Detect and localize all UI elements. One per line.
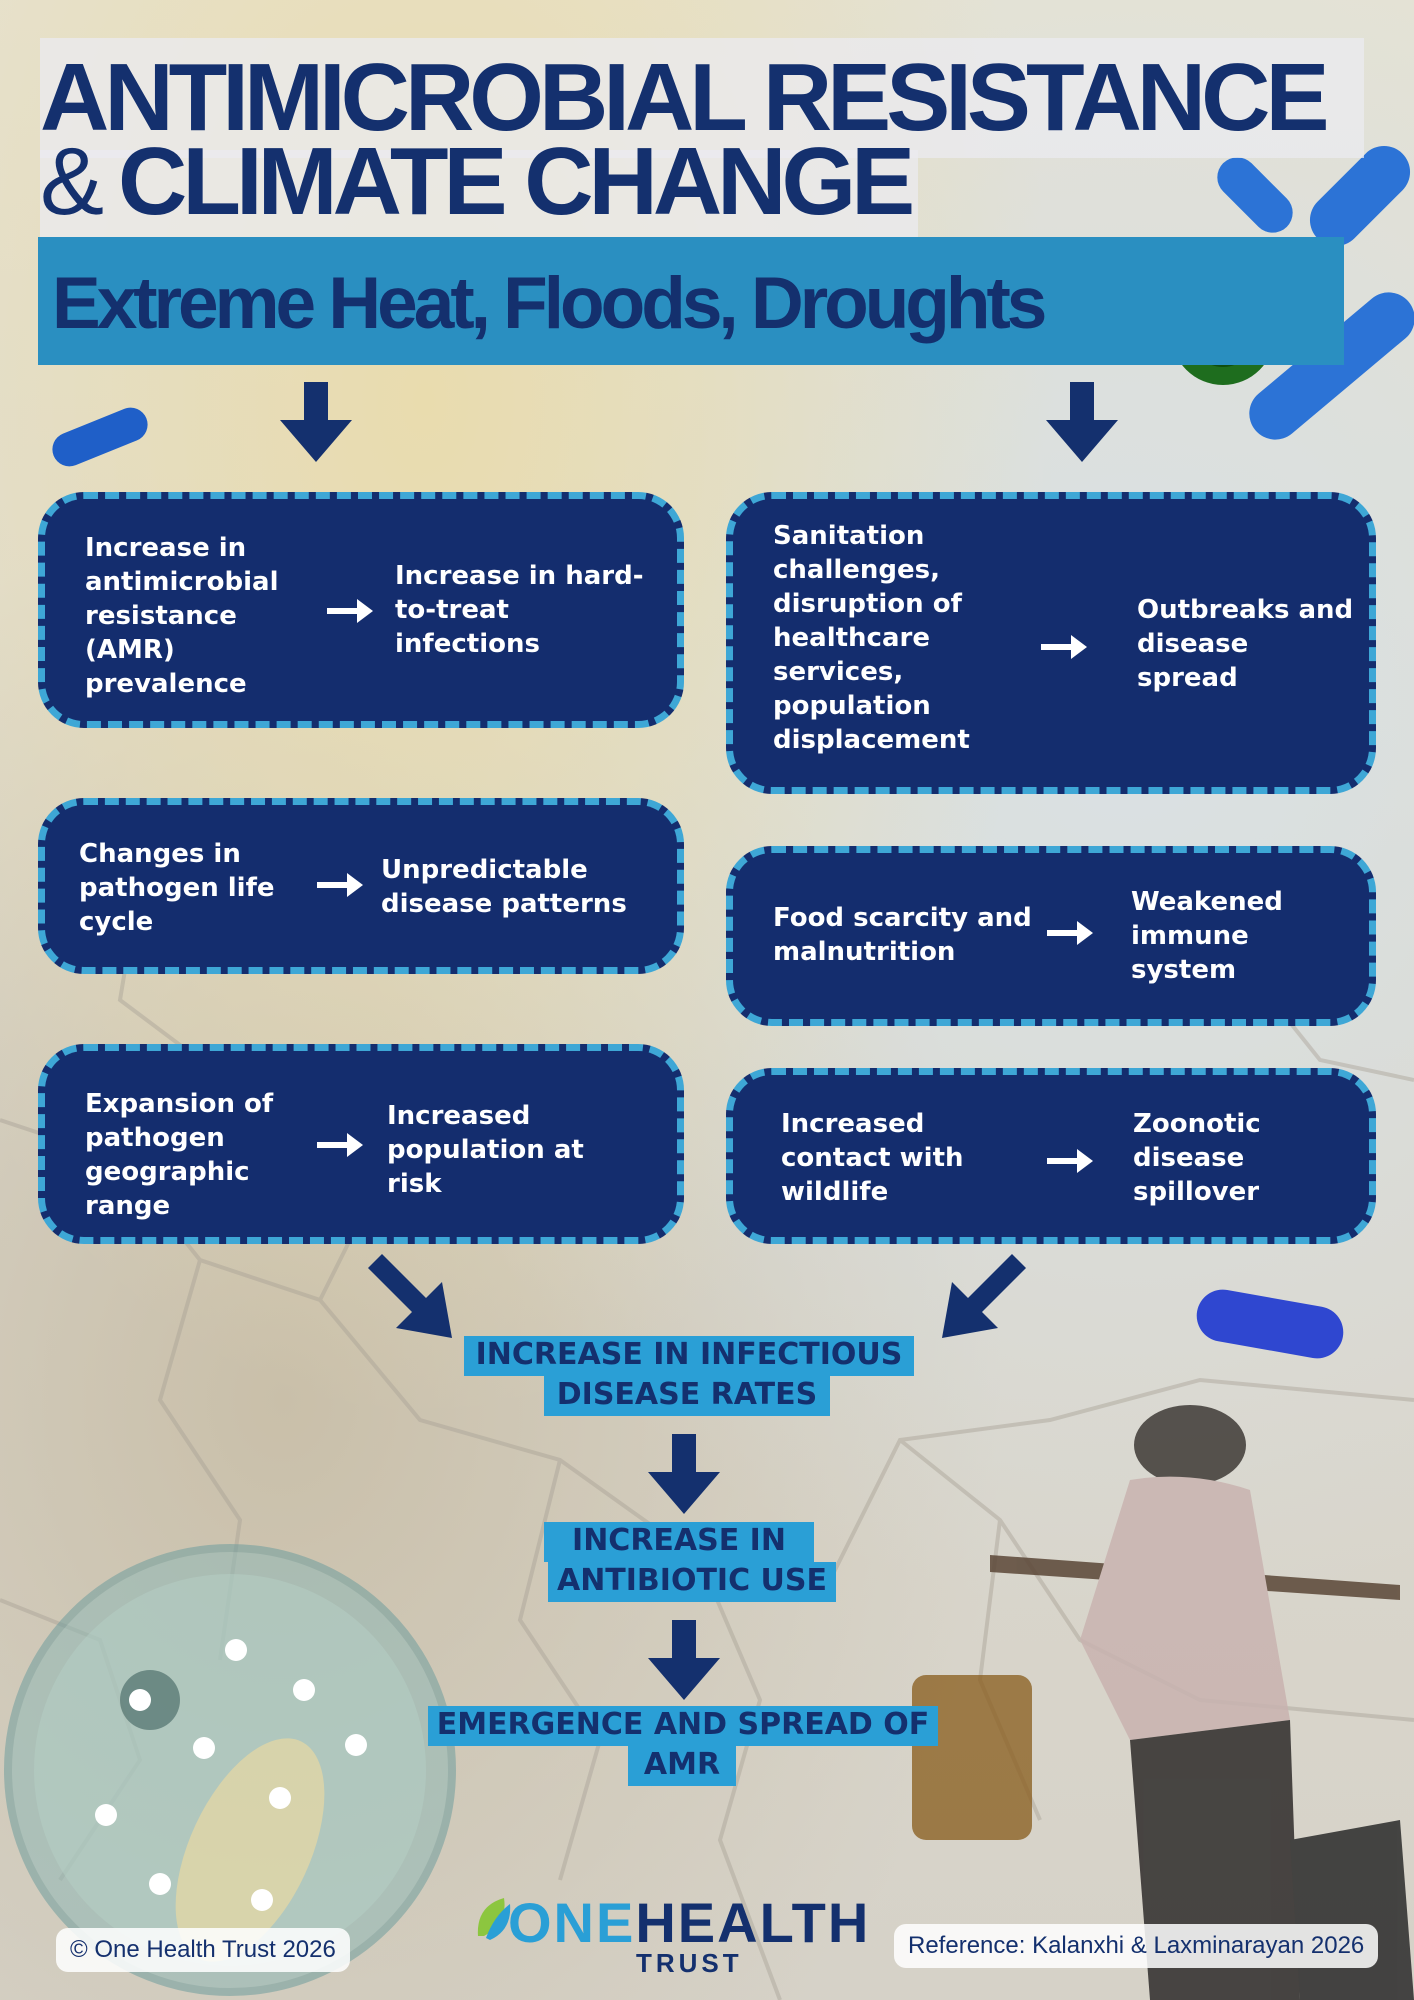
- diagonal-arrow-icon: [368, 1254, 452, 1338]
- person-carrying-water-image: [912, 1405, 1414, 2000]
- step-3-line-2: AMR: [628, 1746, 736, 1786]
- right-arrow-icon: [317, 1133, 363, 1157]
- down-arrow-icon: [1046, 382, 1118, 462]
- down-arrow-icon: [648, 1620, 720, 1700]
- subtitle: Extreme Heat, Floods, Droughts: [52, 263, 1047, 344]
- logo-wordmark: ONEHEALTH: [508, 1890, 870, 1955]
- cause-text: Increased contact with wildlife: [781, 1109, 964, 1207]
- down-arrow-icon: [648, 1434, 720, 1514]
- right-arrow-icon: [317, 873, 363, 897]
- page-title-line-1: ANTIMICROBIAL RESISTANCE: [40, 44, 1329, 151]
- logo-health: HEALTH: [635, 1891, 871, 1954]
- ampersand: &: [40, 128, 105, 235]
- subtitle-bar: [38, 237, 1344, 365]
- diagonal-arrow-icon: [942, 1254, 1026, 1338]
- right-arrow-icon: [327, 599, 373, 623]
- step-1-line-2: DISEASE RATES: [544, 1376, 830, 1416]
- cause-text: Increase in antimicrobial resistance (AM…: [85, 533, 279, 699]
- right-box-2: Food scarcity and malnutrition Weakened …: [726, 846, 1376, 1026]
- effect-text: Outbreaks and disease spread: [1137, 595, 1354, 693]
- title-backdrop-2: [40, 150, 918, 240]
- effect-text: Weakened immune system: [1131, 887, 1283, 985]
- step-2-line-2: ANTIBIOTIC USE: [548, 1562, 836, 1602]
- page-title-line-2: &CLIMATE CHANGE: [40, 132, 915, 232]
- title-backdrop: [40, 38, 1364, 158]
- effect-text: Increase in hard-to-treat infections: [395, 561, 644, 659]
- reference-badge: Reference: Kalanxhi & Laxminarayan 2026: [894, 1924, 1379, 1968]
- cause-text: Food scarcity and malnutrition: [773, 903, 1032, 967]
- left-box-3: Expansion of pathogen geographic range I…: [38, 1044, 684, 1244]
- step-2-line-1: INCREASE IN: [544, 1522, 814, 1562]
- left-box-2: Changes in pathogen life cycle Unpredict…: [38, 798, 684, 974]
- effect-text: Zoonotic disease spillover: [1133, 1109, 1261, 1207]
- right-box-3: Increased contact with wildlife Zoonotic…: [726, 1068, 1376, 1244]
- effect-text: Unpredictable disease patterns: [381, 855, 627, 919]
- right-box-1: Sanitation challenges, disruption of hea…: [726, 492, 1376, 794]
- left-box-1: Increase in antimicrobial resistance (AM…: [38, 492, 684, 728]
- page-title-line-2-text: CLIMATE CHANGE: [118, 128, 915, 235]
- cause-text: Expansion of pathogen geographic range: [85, 1089, 274, 1221]
- cause-text: Changes in pathogen life cycle: [79, 839, 275, 937]
- down-arrow-icon: [280, 382, 352, 462]
- effect-text: Increased population at risk: [387, 1101, 584, 1199]
- right-arrow-icon: [1047, 1149, 1093, 1173]
- petri-dish-icon: [4, 1544, 456, 1996]
- step-1-line-1: INCREASE IN INFECTIOUS: [464, 1336, 914, 1376]
- logo-trust: TRUST: [636, 1948, 743, 1978]
- right-arrow-icon: [1047, 921, 1093, 945]
- copyright-badge: © One Health Trust 2026: [56, 1928, 350, 1972]
- leaf-logo-icon: [477, 1898, 511, 1940]
- step-3-line-1: EMERGENCE AND SPREAD OF: [428, 1706, 938, 1746]
- cause-text: Sanitation challenges, disruption of hea…: [773, 521, 970, 755]
- logo-one: ONE: [508, 1891, 636, 1954]
- right-arrow-icon: [1041, 635, 1087, 659]
